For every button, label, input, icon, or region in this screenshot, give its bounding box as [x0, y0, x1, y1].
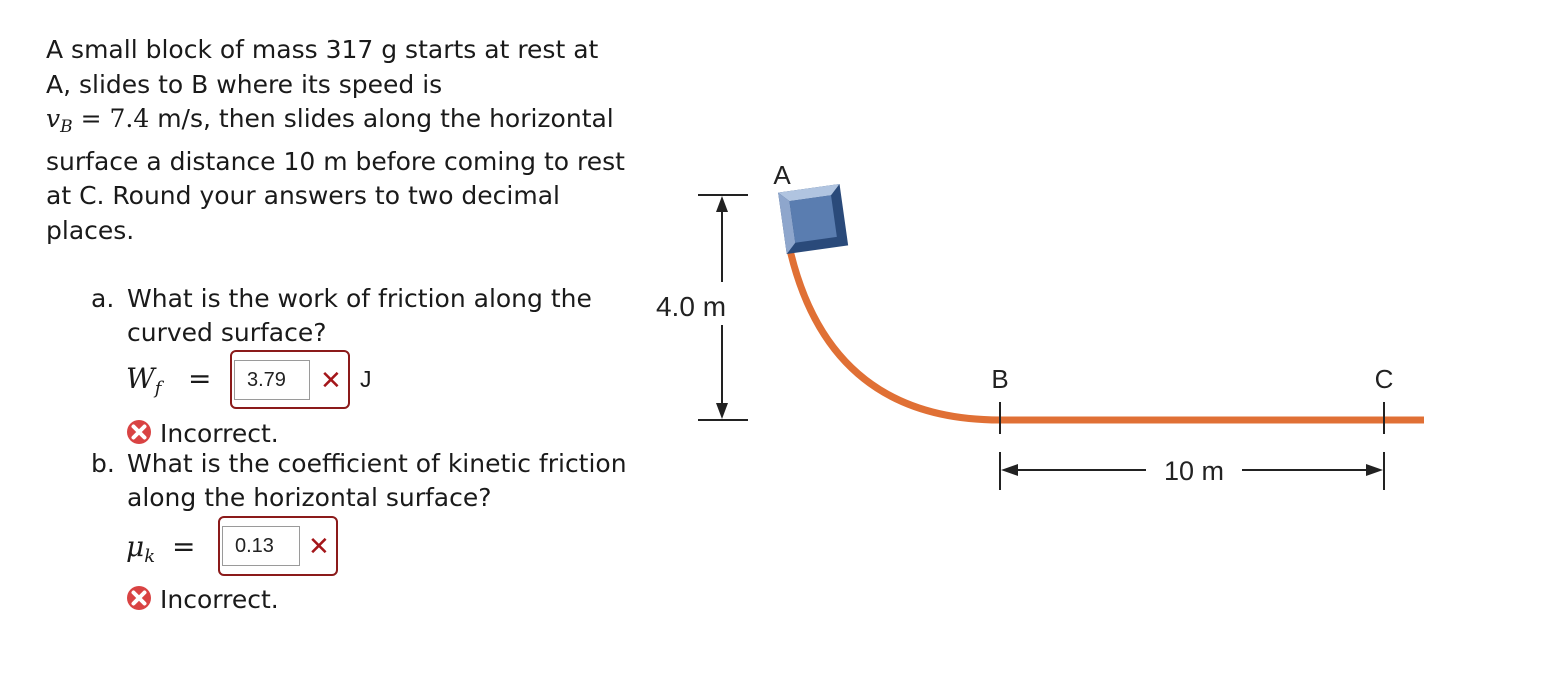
- speed-value: 7.4: [109, 104, 150, 133]
- point-a-label: A: [773, 160, 791, 190]
- mu-equals: =: [172, 530, 196, 563]
- height-label: 4.0 m: [656, 291, 726, 322]
- distance-label: 10 m: [1164, 456, 1224, 486]
- problem-rest: , then slides along the horizontal surfa…: [46, 104, 625, 245]
- feedback-b-text: Incorrect.: [160, 585, 279, 614]
- problem-intro: A small block of mass 317 g starts at re…: [46, 35, 599, 99]
- answer-a-incorrect-icon: ✕: [320, 366, 342, 396]
- point-c-label: C: [1375, 364, 1394, 394]
- incorrect-badge-icon: [127, 586, 151, 610]
- distance-arrow-left: [1001, 464, 1018, 476]
- problem-statement: A small block of mass 317 g starts at re…: [46, 33, 626, 248]
- speed-subscript: B: [60, 117, 73, 137]
- distance-arrow-right: [1366, 464, 1383, 476]
- mu-subscript: k: [144, 546, 156, 567]
- work-friction-symbol: Wf: [126, 362, 161, 399]
- question-b-text: What is the coefficient of kinetic frict…: [127, 449, 627, 512]
- block-bevel-left: [778, 192, 796, 255]
- block-bevel-top: [778, 183, 840, 202]
- answer-b-incorrect-icon: ✕: [308, 532, 330, 562]
- question-a-text: What is the work of friction along the c…: [127, 284, 592, 347]
- block-face: [789, 195, 837, 243]
- block: [778, 183, 849, 255]
- answer-b-input[interactable]: 0.13: [222, 526, 300, 566]
- distance-dimension: [999, 452, 1385, 490]
- height-arrow-up: [716, 196, 728, 212]
- speed-unit: m/s: [157, 104, 204, 133]
- question-a: a. What is the work of friction along th…: [91, 282, 651, 352]
- work-symbol: W: [126, 362, 155, 395]
- feedback-a-text: Incorrect.: [160, 419, 279, 448]
- work-subscript: f: [154, 378, 162, 399]
- incorrect-badge-icon: [127, 420, 151, 444]
- work-equals: =: [188, 362, 212, 395]
- curved-track: [786, 249, 1424, 424]
- speed-symbol: v: [46, 104, 61, 133]
- height-dimension: [698, 194, 748, 421]
- height-arrow-down: [716, 403, 728, 419]
- question-b: b. What is the coefficient of kinetic fr…: [91, 447, 651, 517]
- feedback-a: Incorrect.: [126, 416, 279, 449]
- question-b-letter: b.: [91, 449, 115, 478]
- question-a-letter: a.: [91, 284, 115, 313]
- answer-a-unit: J: [360, 366, 372, 392]
- point-b-label: B: [991, 364, 1008, 394]
- speed-equals: =: [80, 104, 102, 133]
- answer-a-input[interactable]: 3.79: [234, 360, 310, 400]
- mu-k-symbol: μk: [126, 530, 155, 567]
- feedback-b: Incorrect.: [126, 582, 279, 615]
- mu-symbol: μ: [126, 530, 145, 563]
